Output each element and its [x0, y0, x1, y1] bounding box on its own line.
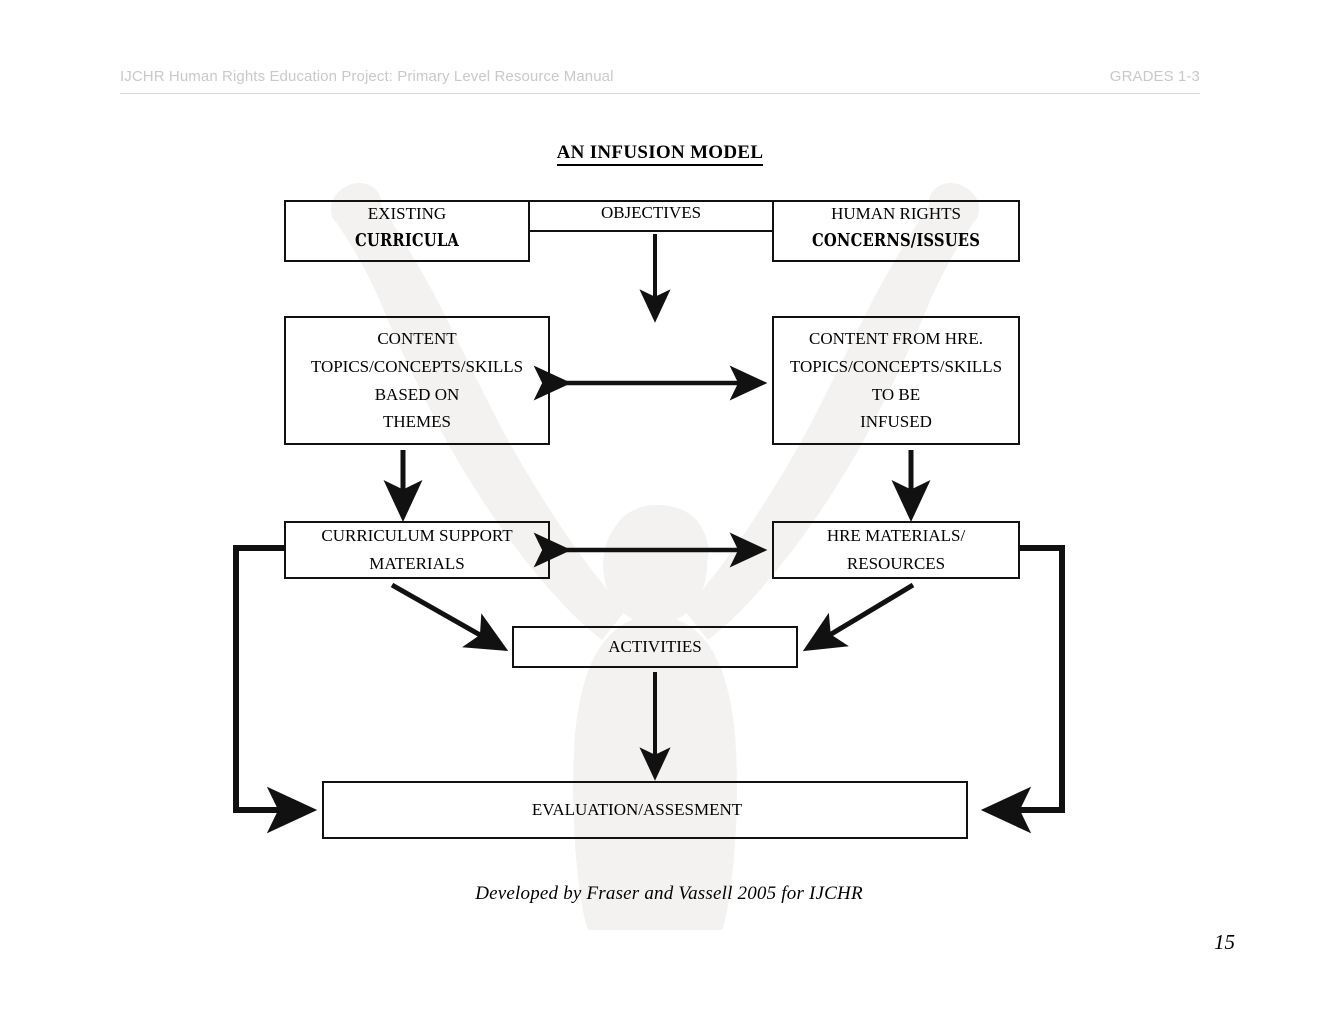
arrow-right-feedback-loop	[980, 545, 1065, 834]
credit-line: Developed by Fraser and Vassell 2005 for…	[475, 883, 863, 904]
box-curriculum-support-line2: MATERIALS	[369, 554, 465, 573]
box-activities: ACTIVITIES	[512, 626, 798, 668]
box-hre-materials-line2: RESOURCES	[846, 554, 946, 573]
box-curriculum-support-materials: CURRICULUM SUPPORT MATERIALS	[284, 521, 550, 579]
label-existing: EXISTING	[367, 204, 447, 223]
box-human-rights-concerns	[772, 200, 1020, 262]
box-evaluation-label: EVALUATION/ASSESMENT	[531, 800, 743, 820]
box-evaluation-assessment: EVALUATION/ASSESMENT	[322, 781, 968, 839]
label-objectives: OBJECTIVES	[600, 203, 702, 222]
box-content-themes-line2: TOPICS/CONCEPTS/SKILLS	[310, 356, 524, 376]
box-content-from-hre: CONTENT FROM HRE. TOPICS/CONCEPTS/SKILLS…	[772, 316, 1020, 445]
label-human-rights: HUMAN RIGHTS	[831, 204, 961, 223]
box-content-themes-line3: BASED ON	[374, 384, 460, 404]
page-title-text: AN INFUSION MODEL	[556, 142, 764, 166]
box-content-from-hre-line2: TOPICS/CONCEPTS/SKILLS	[789, 356, 1003, 376]
box-activities-label: ACTIVITIES	[608, 637, 702, 657]
page-title: AN INFUSION MODEL	[0, 142, 1320, 166]
arrow-left-feedback-loop	[233, 545, 318, 834]
box-hre-materials-line1: HRE MATERIALS/	[826, 526, 966, 546]
arrow-hre-to-activities	[802, 582, 915, 652]
box-curriculum-support-line1: CURRICULUM SUPPORT	[321, 526, 513, 546]
box-hre-materials-resources: HRE MATERIALS/ RESOURCES	[772, 521, 1020, 579]
box-content-from-hre-line1: CONTENT FROM HRE.	[809, 329, 983, 349]
label-concerns-issues: CONCERNS/ISSUES	[811, 230, 981, 251]
header-divider-rule	[120, 93, 1200, 94]
arrow-support-to-activities	[390, 582, 509, 651]
box-content-themes-line4: THEMES	[383, 412, 451, 432]
box-content-themes: CONTENT TOPICS/CONCEPTS/SKILLS BASED ON …	[284, 316, 550, 445]
label-curricula: CURRICULA	[355, 230, 459, 251]
running-header-left: IJCHR Human Rights Education Project: Pr…	[120, 68, 614, 85]
page-number: 15	[1214, 930, 1235, 954]
box-content-from-hre-line3: TO BE	[871, 384, 921, 404]
box-content-from-hre-line4: INFUSED	[860, 412, 932, 432]
running-header-right: GRADES 1-3	[1109, 68, 1200, 85]
box-content-themes-line1: CONTENT	[377, 329, 457, 349]
